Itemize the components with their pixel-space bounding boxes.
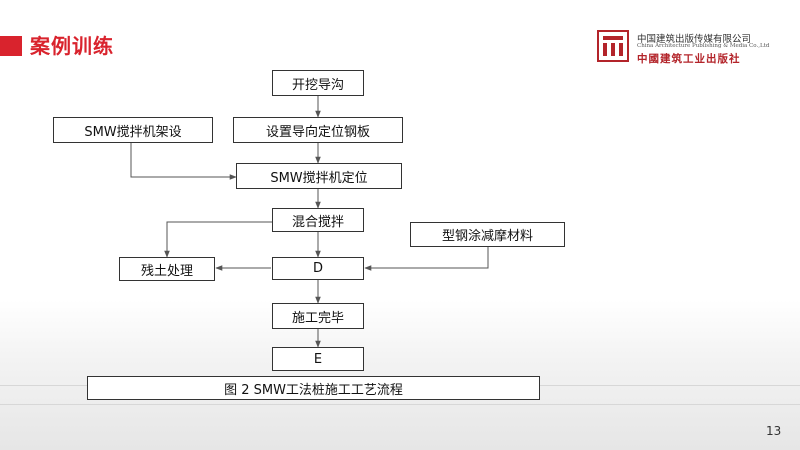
node-e: E (272, 347, 364, 371)
title-accent-bar (0, 36, 22, 56)
publisher-logo: 中国建筑出版传媒有限公司 China Architecture Publishi… (597, 30, 787, 70)
node-set-guide: 设置导向定位钢板 (233, 117, 403, 143)
node-complete: 施工完毕 (272, 303, 364, 329)
node-d: D (272, 257, 364, 280)
page-number: 13 (766, 424, 782, 438)
edge-mix-to-residual (164, 221, 272, 258)
publisher-name-en: China Architecture Publishing & Media Co… (637, 43, 770, 49)
node-mix: 混合搅拌 (272, 208, 364, 232)
edge-setup-to-position (130, 143, 237, 180)
publisher-name-cn: 中国建筑出版传媒有限公司 (637, 34, 752, 45)
node-residual: 残土处理 (119, 257, 215, 281)
node-smw-position: SMW搅拌机定位 (236, 163, 402, 189)
floor-divider (0, 404, 800, 405)
node-excavate: 开挖导沟 (272, 70, 364, 96)
slide-title: 案例训练 (30, 34, 114, 58)
node-coating: 型钢涂减摩材料 (410, 222, 565, 247)
publisher-name-seal: 中國建筑工业出版社 (637, 53, 741, 65)
node-smw-setup: SMW搅拌机架设 (53, 117, 213, 143)
publisher-emblem-icon (597, 30, 629, 62)
edge-coating-to-d (364, 247, 489, 271)
figure-caption: 图 2 SMW工法桩施工工艺流程 (87, 376, 540, 400)
